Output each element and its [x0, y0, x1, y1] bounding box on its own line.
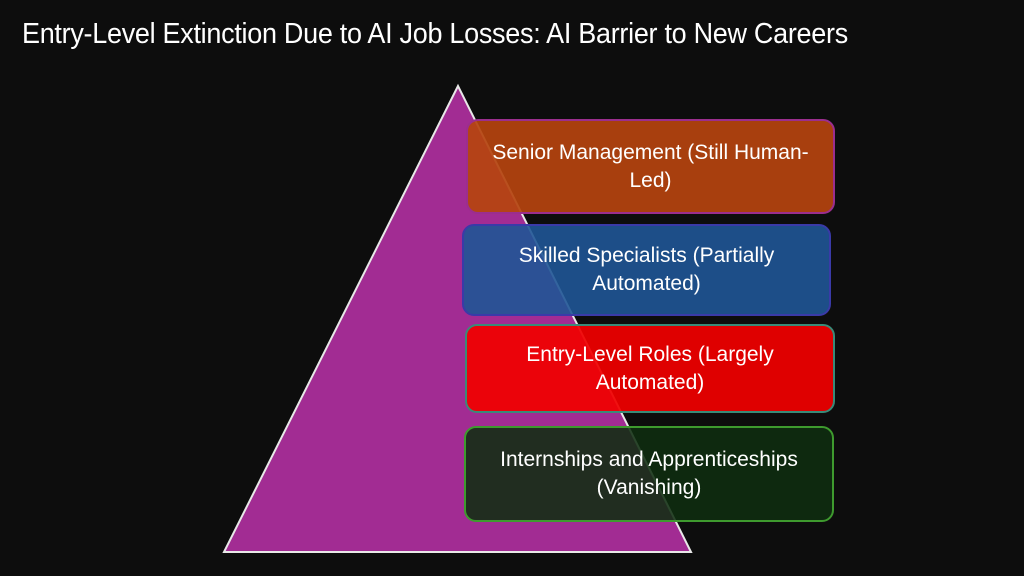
- slide-title: Entry-Level Extinction Due to AI Job Los…: [22, 18, 848, 50]
- tier-senior-management: Senior Management (Still Human-Led): [466, 119, 835, 214]
- tier-label: Skilled Specialists (Partially Automated…: [518, 244, 775, 295]
- tier-internships-apprenticeships: Internships and Apprenticeships (Vanishi…: [464, 426, 834, 522]
- tier-label: Entry-Level Roles (Largely Automated): [526, 342, 774, 394]
- tier-label: Senior Management (Still Human-Led): [492, 140, 809, 192]
- tier-entry-level-roles: Entry-Level Roles (Largely Automated): [465, 324, 835, 413]
- tier-skilled-specialists: Skilled Specialists (Partially Automated…: [462, 224, 831, 316]
- tier-label: Internships and Apprenticeships (Vanishi…: [500, 448, 798, 499]
